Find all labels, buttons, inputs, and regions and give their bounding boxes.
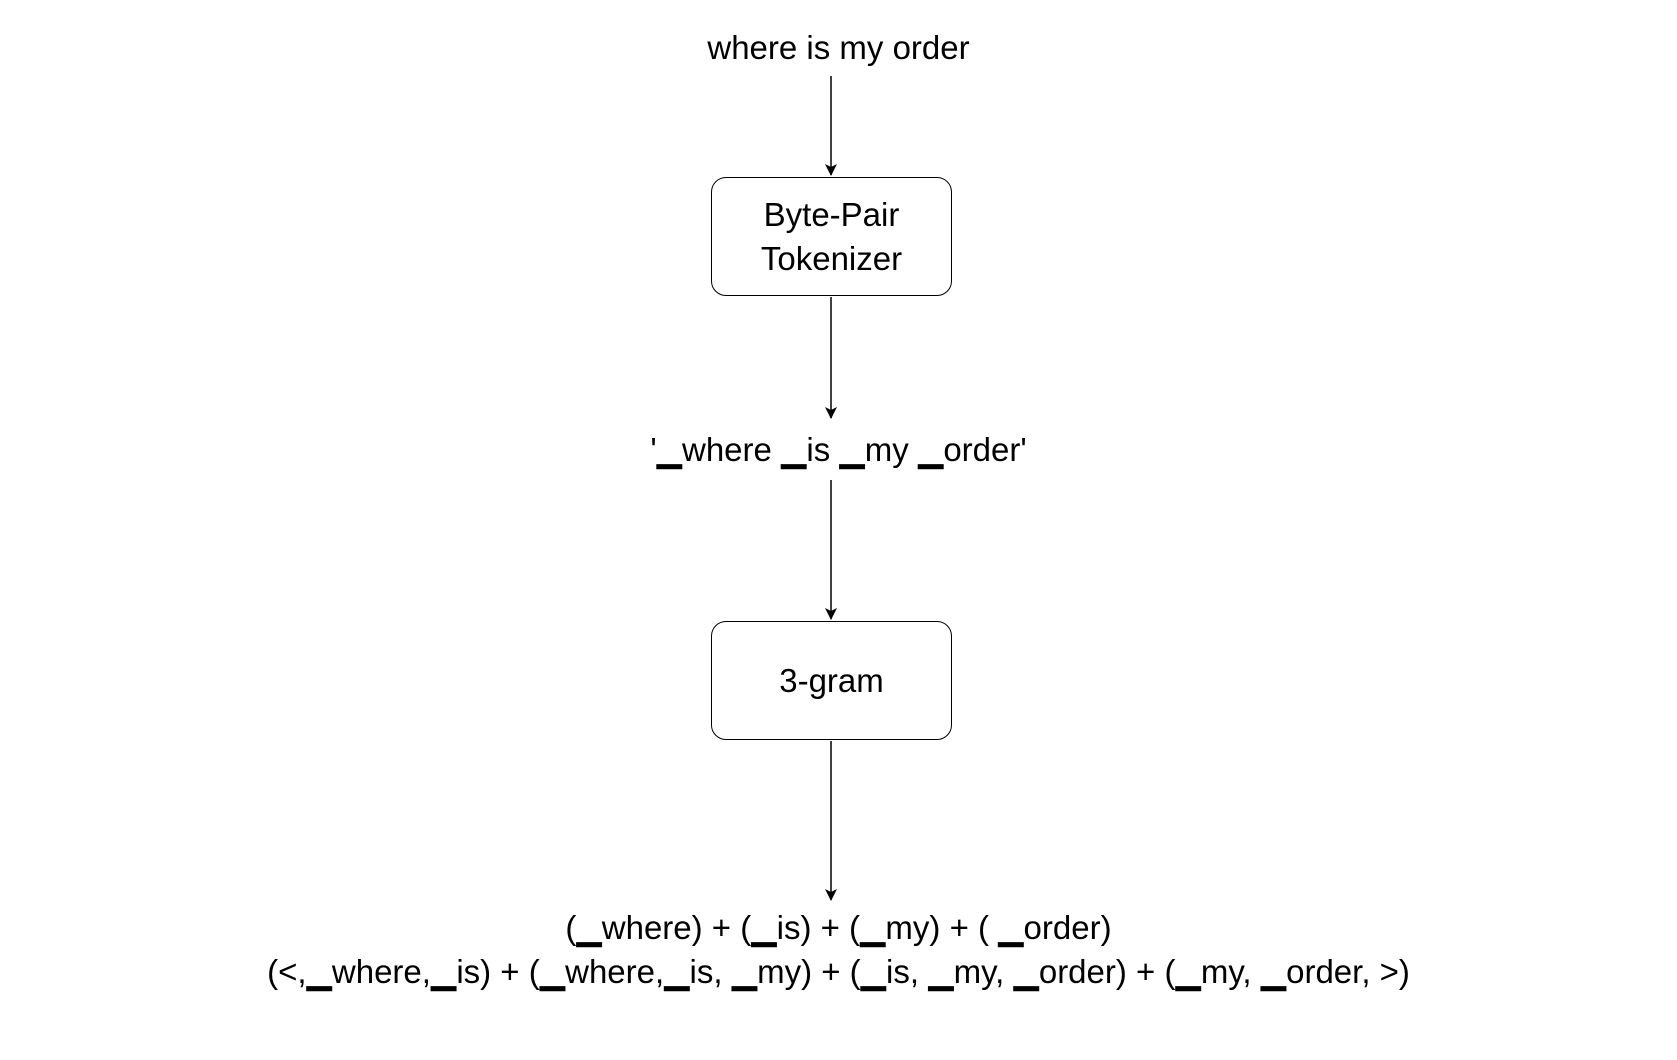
ngram-label: 3-gram (779, 661, 884, 699)
tokenizer-label-line1: Byte-Pair (763, 195, 900, 233)
input-text: where is my order (707, 29, 970, 66)
tokenizer-label-line2: Tokenizer (760, 239, 903, 277)
ngram-node: 3-gram (711, 621, 952, 740)
output-trigrams: (<,▁where,▁is) + (▁where,▁is, ▁my) + (▁i… (267, 953, 1410, 990)
output-unigrams: (▁where) + (▁is) + (▁my) + ( ▁order) (565, 909, 1112, 946)
tokens-text: '▁where ▁is ▁my ▁order' (650, 431, 1027, 468)
tokenizer-node: Byte-Pair Tokenizer (711, 177, 952, 296)
